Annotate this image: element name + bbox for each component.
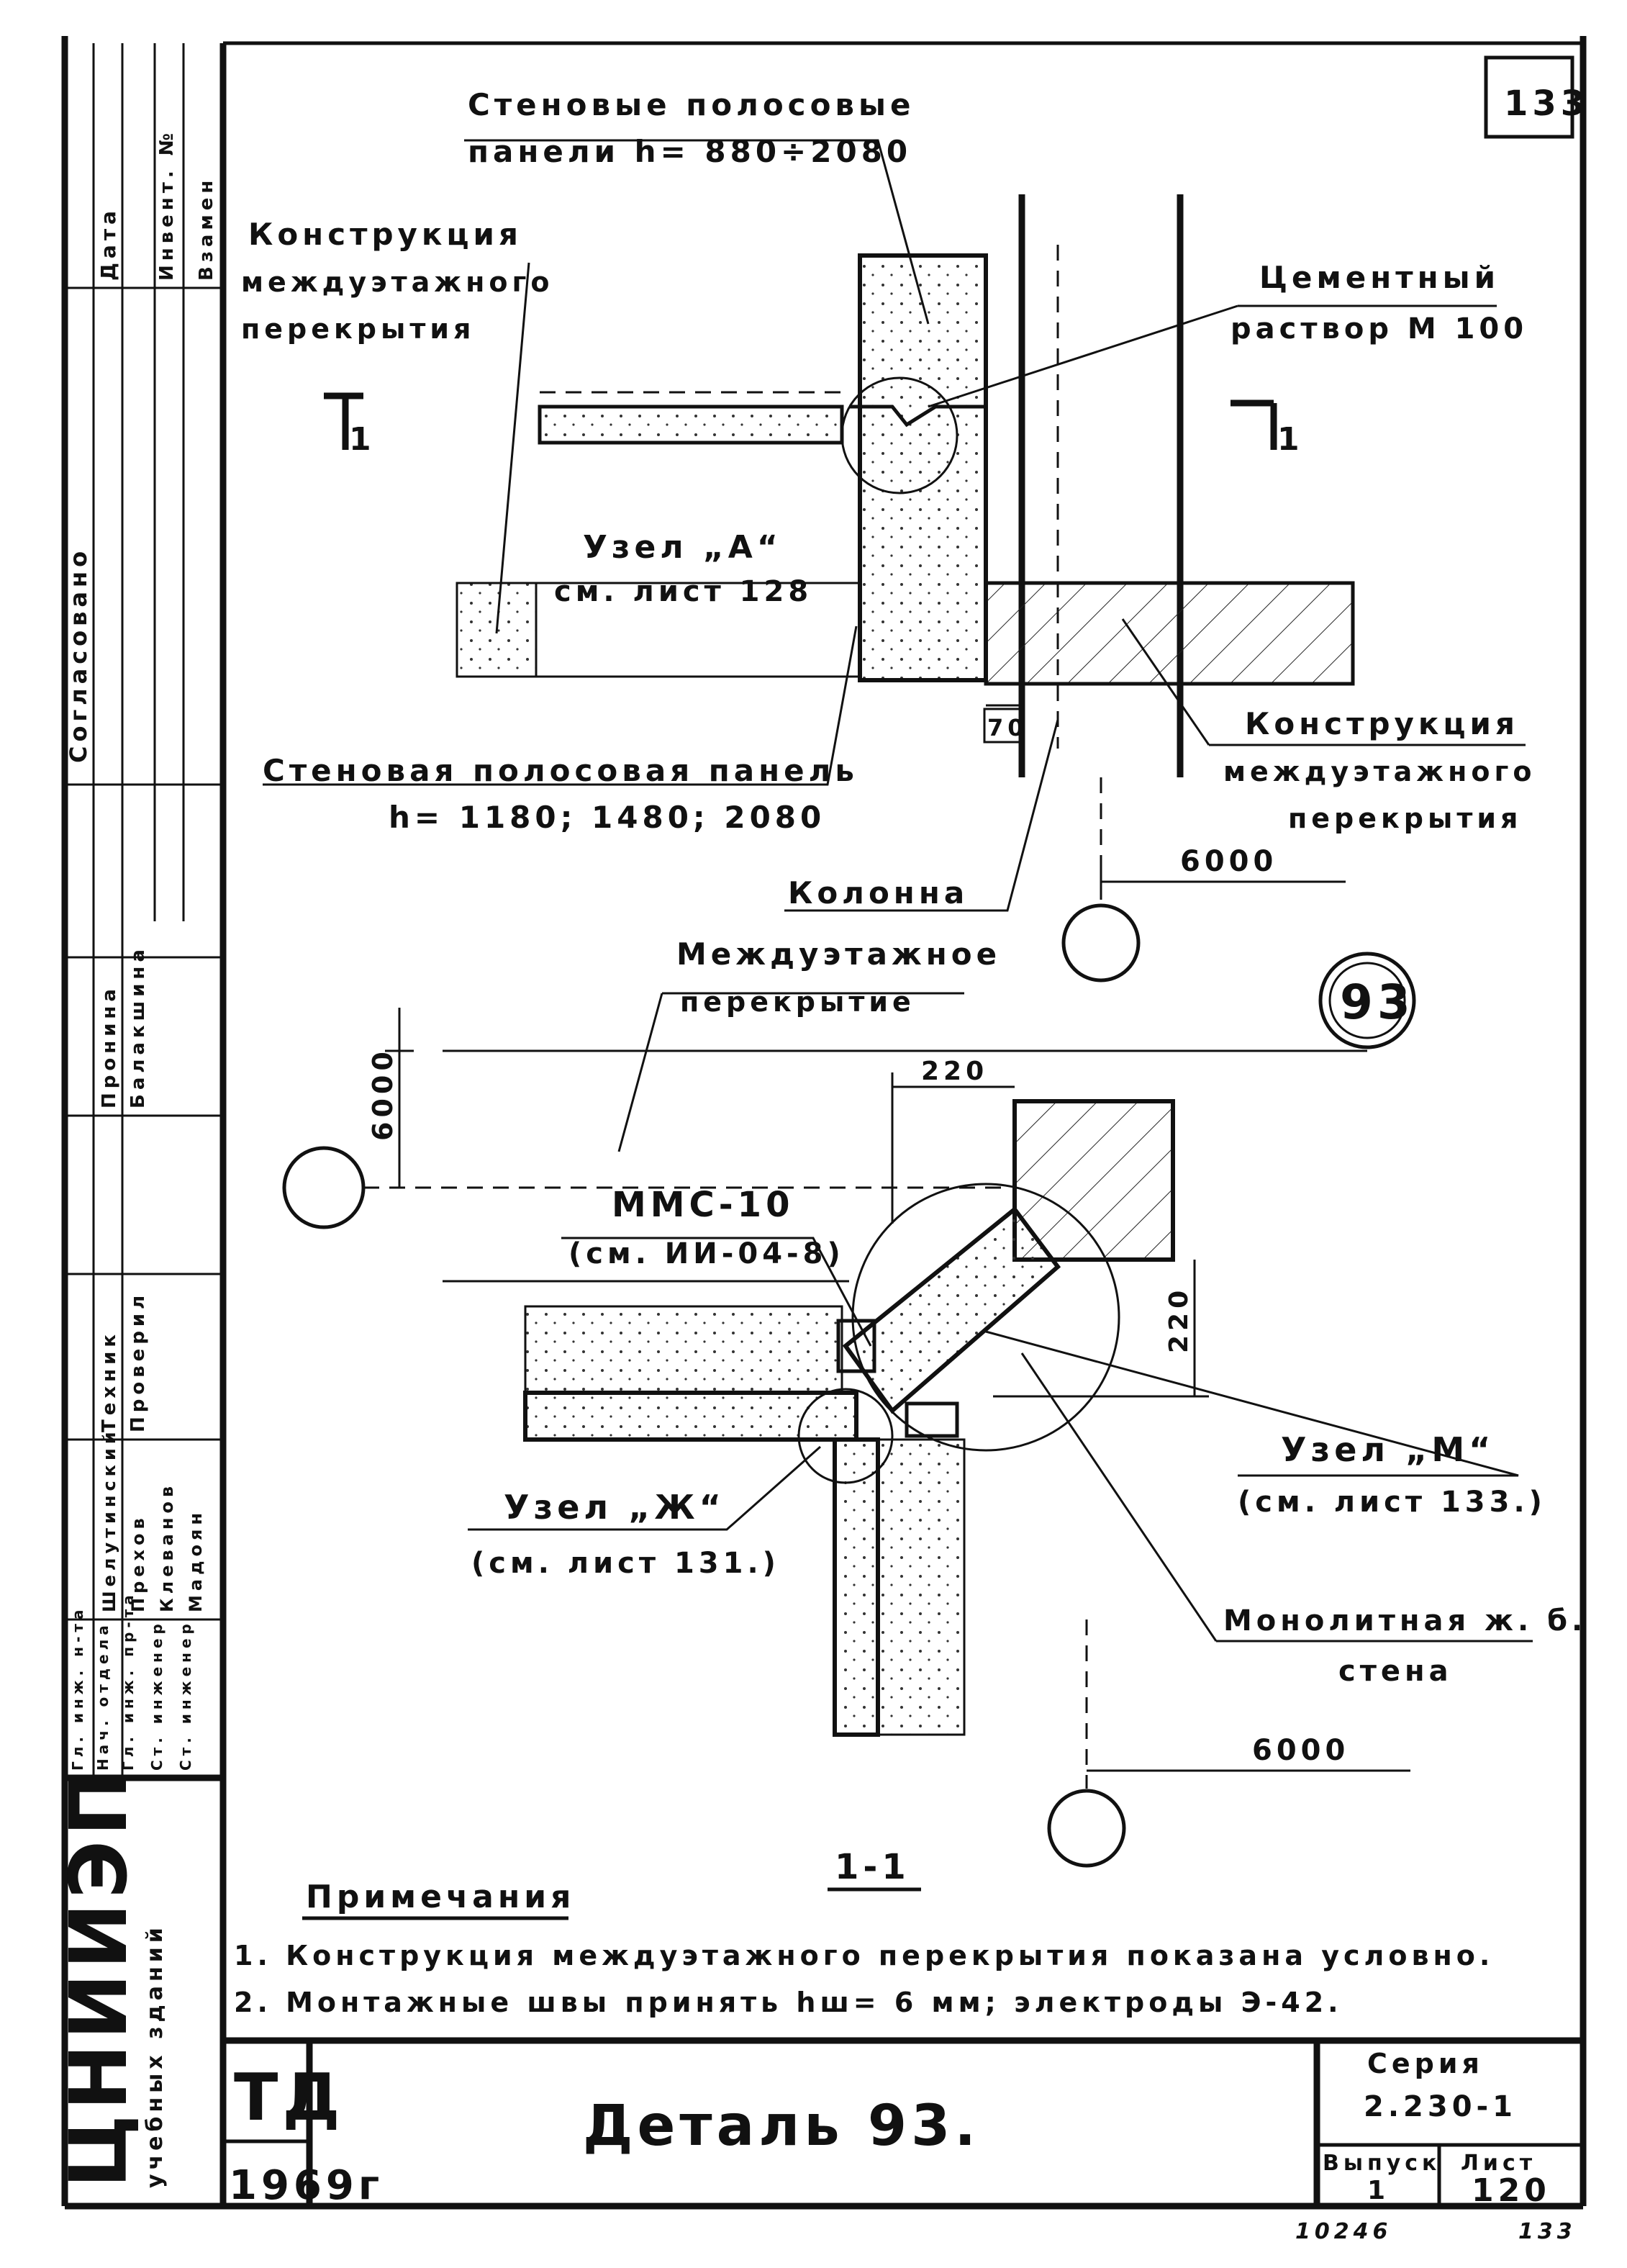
dim-6000-top: 6000: [1180, 845, 1277, 878]
label-floor2-1: Конструкция: [1245, 706, 1519, 741]
series-label: Серия: [1367, 2048, 1484, 2079]
dim-6000-vert: 6000: [367, 1047, 399, 1141]
label-column: Колонна: [788, 875, 969, 911]
sheet-value: 120: [1472, 2172, 1551, 2209]
checked-label: Проверил: [127, 1291, 149, 1432]
label-floor2-3: перекрытия: [1288, 803, 1522, 834]
technician-label: Техник: [99, 1330, 120, 1432]
role-3: Гл. инж. пр-та: [119, 1591, 137, 1771]
year: 1969г: [229, 2162, 384, 2209]
label-floor-plan-2: перекрытие: [680, 986, 915, 1018]
sheet-label: Лист: [1461, 2151, 1536, 2176]
signer-2: Прехов: [128, 1514, 148, 1612]
axis-circle-left: [282, 1146, 366, 1229]
notes-title: Примечания: [306, 1879, 575, 1915]
stamp-col-replace: Взамен: [196, 176, 217, 281]
dim-6000-lower: 6000: [1252, 1734, 1349, 1767]
left-strip: Дата Инвент. № Взамен Согласовано Пронин…: [53, 43, 223, 2188]
label-node-zh-2: (см. лист 131.): [471, 1547, 780, 1580]
label-monolith-1: Монолитная ж. б.: [1223, 1604, 1587, 1637]
bottom-number: 10246: [1295, 2219, 1392, 2244]
note-1: 1. Конструкция междуэтажного перекрытия …: [234, 1940, 1494, 1971]
label-floor-1: Конструкция: [248, 217, 522, 252]
plan-view: 6000 220 220 6000 93: [282, 952, 1533, 1892]
dim-220-horiz: 220: [921, 1057, 988, 1086]
title-block: ТД 1969г Деталь 93. Серия 2.230-1 Выпуск…: [223, 2037, 1583, 2209]
axis-circle-bottom: [1047, 1789, 1126, 1868]
role-4: Ст. инженер: [148, 1619, 166, 1771]
stamp-col-inv: Инвент. №: [156, 129, 178, 281]
issue-label: Выпуск: [1323, 2151, 1441, 2176]
label-node-m-2: (см. лист 133.): [1238, 1486, 1546, 1519]
label-wall-panels-2: панели h= 880÷2080: [468, 134, 912, 169]
section-mark-right: 1: [1231, 399, 1304, 458]
label-node-zh-1: Узел „Ж“: [504, 1488, 725, 1527]
org-name: ЦНИИЭП: [53, 1766, 145, 2188]
label-wall-panels-1: Стеновые полосовые: [468, 87, 915, 122]
agreed-label: Согласовано: [65, 547, 92, 763]
dim-70: 70: [987, 714, 1028, 741]
section-label: 1-1: [835, 1847, 910, 1887]
series-value: 2.230-1: [1364, 2090, 1517, 2123]
svg-text:1: 1: [1277, 421, 1304, 458]
label-node-a-1: Узел „А“: [583, 529, 782, 566]
label-floor-2: междуэтажного: [241, 266, 553, 298]
label-mmc-2: (см. ИИ-04-8): [568, 1237, 845, 1270]
signer-name-1: Пронина: [99, 985, 120, 1108]
svg-text:1: 1: [349, 421, 376, 458]
label-monolith-2: стена: [1338, 1655, 1453, 1688]
bottom-sheet: 133: [1518, 2219, 1577, 2244]
dim-220-vert: 220: [1164, 1286, 1194, 1353]
page-number-box: 133: [1484, 55, 1589, 139]
sheet-frame: [61, 36, 1587, 2210]
label-wall-strip-1: Стеновая полосовая панель: [263, 753, 858, 788]
label-node-a-2: см. лист 128: [554, 575, 812, 608]
label-mortar-1: Цементный: [1259, 260, 1500, 295]
signer-4: Мадоян: [186, 1509, 206, 1612]
label-floor2-2: междуэтажного: [1223, 756, 1536, 787]
role-5: Ст. инженер: [177, 1619, 194, 1771]
role-1: Гл. инж. н-та: [69, 1606, 86, 1771]
top-view: 70 6000 1 1: [263, 139, 1526, 982]
label-node-m-1: Узел „М“: [1281, 1430, 1495, 1469]
axis-circle-top: [1061, 903, 1141, 982]
label-floor-plan-1: Междуэтажное: [676, 936, 1001, 972]
note-2: 2. Монтажные швы принять hш= 6 мм; элект…: [234, 1987, 1343, 2018]
detail-number: 93: [1340, 975, 1415, 1030]
role-2: Нач. отдела: [94, 1621, 112, 1771]
page-number: 133: [1504, 83, 1589, 124]
signer-name-2: Балакшина: [127, 945, 149, 1108]
notes: Примечания 1. Конструкция междуэтажного …: [234, 1879, 1494, 2018]
detail-circle-outer: [1318, 952, 1416, 1049]
td-mark: ТД: [234, 2060, 345, 2136]
issue-value: 1: [1367, 2176, 1390, 2205]
signer-3: Клеванов: [157, 1482, 177, 1612]
label-wall-strip-2: h= 1180; 1480; 2080: [389, 800, 825, 835]
stamp-col-date: Дата: [96, 207, 120, 281]
signer-1: Шелутинский: [99, 1427, 119, 1612]
section-mark-left: 1: [324, 392, 376, 458]
label-mmc-1: ММС-10: [612, 1185, 794, 1225]
org-sub: учебных зданий: [142, 1923, 168, 2188]
label-floor-3: перекрытия: [241, 313, 475, 345]
label-mortar-2: раствор М 100: [1231, 312, 1528, 345]
drawing-title: Деталь 93.: [583, 2094, 980, 2159]
